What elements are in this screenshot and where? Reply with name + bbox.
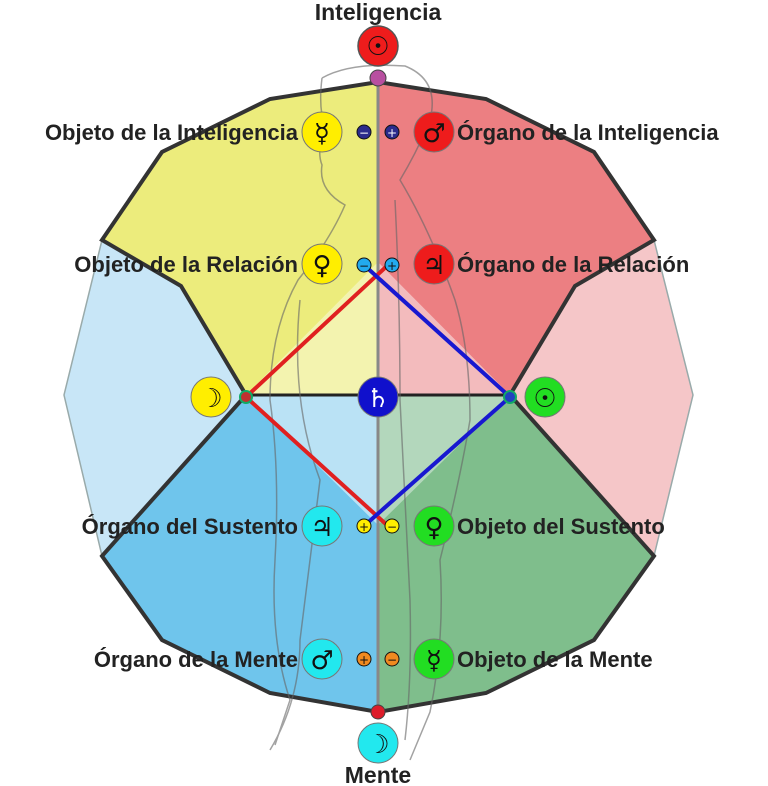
venus-node-bottom: [413, 505, 455, 547]
inner-red: [378, 262, 510, 395]
label-obj-rel: Objeto de la Relación: [74, 252, 298, 277]
venus-icon: ♀: [424, 513, 443, 543]
plus-icon: +: [387, 126, 397, 140]
label-org-sust: Órgano del Sustento: [82, 514, 298, 539]
mars-icon: ♂: [310, 646, 333, 676]
minus-icon: −: [387, 520, 397, 534]
mars-node-bottom: [301, 638, 343, 680]
label-obj-sust: Objeto del Sustento: [457, 514, 665, 539]
mercury-node-bottom: [413, 638, 455, 680]
jupiter-node-top: [413, 243, 455, 285]
bottom-junction-dot: [370, 704, 386, 720]
minus-icon: −: [359, 259, 369, 273]
mercury-node-top: [301, 111, 343, 153]
plus-dot-sust: [356, 518, 372, 534]
red-line-upper: [244, 263, 390, 399]
jupiter-icon: ♃: [310, 513, 333, 543]
blue-line-upper: [362, 263, 512, 399]
minus-dot-mente: [384, 651, 400, 667]
label-org-rel: Órgano de la Relación: [457, 252, 689, 277]
saturn-icon: ♄: [366, 384, 389, 414]
plus-dot-mente: [356, 651, 372, 667]
mars-icon: ♂: [422, 119, 445, 149]
jupiter-node-bottom: [301, 505, 343, 547]
venus-icon: ♀: [312, 251, 331, 281]
minus-dot-sust: [384, 518, 400, 534]
green-region: [378, 395, 654, 712]
yellow-region: [102, 84, 378, 395]
right-junction-dot: [503, 390, 517, 404]
mars-node-top: [413, 111, 455, 153]
moon-icon: ☽: [366, 730, 389, 760]
label-top: Inteligencia: [315, 0, 442, 25]
jupiter-icon: ♃: [422, 251, 445, 281]
label-obj-mente: Objeto de la Mente: [457, 647, 653, 672]
top-junction-dot: [369, 69, 387, 87]
inner-yellow: [246, 262, 378, 395]
mind-moon-node: [357, 722, 399, 764]
plus-icon: +: [387, 259, 397, 273]
moon-icon: ☽: [199, 384, 222, 414]
blue-region: [102, 395, 378, 712]
label-bottom: Mente: [345, 762, 411, 786]
plus-dot-top: [384, 124, 400, 140]
plus-icon: +: [359, 520, 369, 534]
minus-icon: −: [387, 653, 397, 667]
red-line-lower: [244, 395, 390, 528]
left-junction-dot: [239, 390, 253, 404]
plus-icon: +: [359, 653, 369, 667]
label-org-intel: Órgano de la Inteligencia: [457, 120, 719, 145]
saturn-node: [357, 376, 399, 418]
sun-icon: ☉: [366, 32, 389, 62]
moon-node-left: [190, 376, 232, 418]
minus-icon: −: [359, 126, 369, 140]
sun-node-right: [524, 376, 566, 418]
red-region: [378, 84, 654, 395]
label-obj-intel: Objeto de la Inteligencia: [45, 120, 299, 145]
plus-dot-rel: [384, 257, 400, 273]
sun-icon: ☉: [533, 384, 556, 414]
blue-line-lower: [362, 395, 512, 528]
venus-node-top: [301, 243, 343, 285]
intelligence-sun-node: ☉: [357, 25, 399, 67]
mercury-icon: ☿: [426, 646, 442, 676]
minus-dot-rel: [356, 257, 372, 273]
minus-dot-top: [356, 124, 372, 140]
label-org-mente: Órgano de la Mente: [94, 647, 298, 672]
mercury-icon: ☿: [314, 119, 330, 149]
